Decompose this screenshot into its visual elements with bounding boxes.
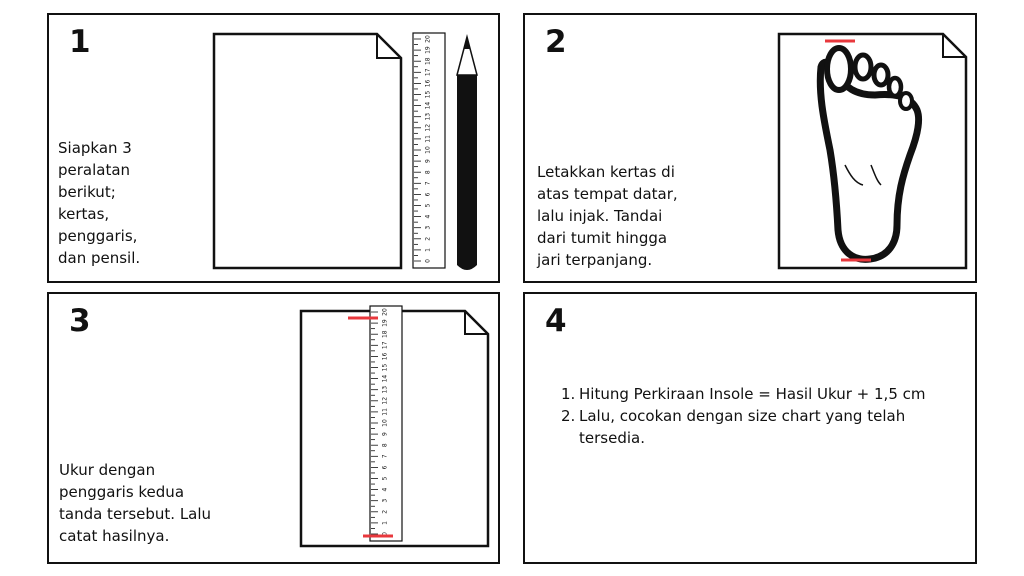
ruler-number: 13 [425,113,432,121]
ruler-number: 18 [425,57,432,65]
step-3-number: 3 [69,303,91,339]
ruler-number: 9 [425,159,432,163]
ruler-number: 3 [425,226,432,230]
ruler-number: 6 [425,192,432,196]
ruler-number: 12 [425,124,432,132]
ruler-number: 5 [382,476,389,480]
ruler-number: 4 [382,488,389,492]
ruler-number: 2 [425,237,432,241]
ruler-number: 6 [382,465,389,469]
step-4-panel: 4 1. Hitung Perkiraan Insole = Hasil Uku… [523,292,977,564]
ruler-number: 12 [382,397,389,405]
ruler-number: 1 [425,248,432,252]
ruler-number: 17 [425,68,432,76]
foot-on-paper-illustration [777,32,968,270]
ruler-number: 14 [425,102,432,110]
list-item: 2. Lalu, cocokan dengan size chart yang … [561,407,906,447]
ruler-number: 19 [425,46,432,54]
ruler-number: 11 [382,408,389,416]
ruler-number: 11 [425,135,432,143]
step-1-panel: 1 Siapkan 3 peralatan berikut; kertas, p… [47,13,500,283]
ruler-number: 8 [425,170,432,174]
ruler-number: 10 [425,146,432,154]
ruler-number: 18 [382,330,389,338]
pencil-icon [456,34,478,270]
ruler-number: 2 [382,510,389,514]
ruler-number: 14 [382,375,389,383]
ruler-number: 16 [425,79,432,87]
ruler-number: 7 [425,181,432,185]
ruler-number: 7 [382,454,389,458]
ruler-number: 8 [382,443,389,447]
paper-icon [212,32,403,270]
list-item: 1. Hitung Perkiraan Insole = Hasil Ukur … [561,385,926,403]
ruler-number: 16 [382,352,389,360]
ruler-number: 19 [382,319,389,327]
calculation-list: 1. Hitung Perkiraan Insole = Hasil Ukur … [561,383,941,449]
ruler-number: 0 [382,532,389,536]
ruler-number: 1 [382,521,389,525]
ruler-number: 0 [425,259,432,263]
ruler-number: 10 [382,419,389,427]
ruler-number: 20 [425,35,432,43]
step-4-number: 4 [545,303,567,339]
foot-icon [816,45,923,263]
step-3-panel: 3 Ukur dengan penggaris kedua tanda ters… [47,292,500,564]
ruler-number: 9 [382,432,389,436]
ruler-number: 4 [425,215,432,219]
step-1-text: Siapkan 3 peralatan berikut; kertas, pen… [58,139,141,267]
step-2-text: Letakkan kertas di atas tempat datar, la… [537,163,678,269]
step-2-panel: 2 Letakkan kertas di atas tempat datar, … [523,13,977,283]
ruler-number: 13 [382,386,389,394]
ruler-number: 5 [425,203,432,207]
ruler-number: 17 [382,341,389,349]
ruler-number: 15 [382,364,389,372]
step-1-number: 1 [69,24,91,60]
step-3-text: Ukur dengan penggaris kedua tanda terseb… [59,461,212,545]
ruler-number: 20 [382,308,389,316]
ruler-number: 15 [425,91,432,99]
step-2-number: 2 [545,24,567,60]
ruler-number: 3 [382,499,389,503]
